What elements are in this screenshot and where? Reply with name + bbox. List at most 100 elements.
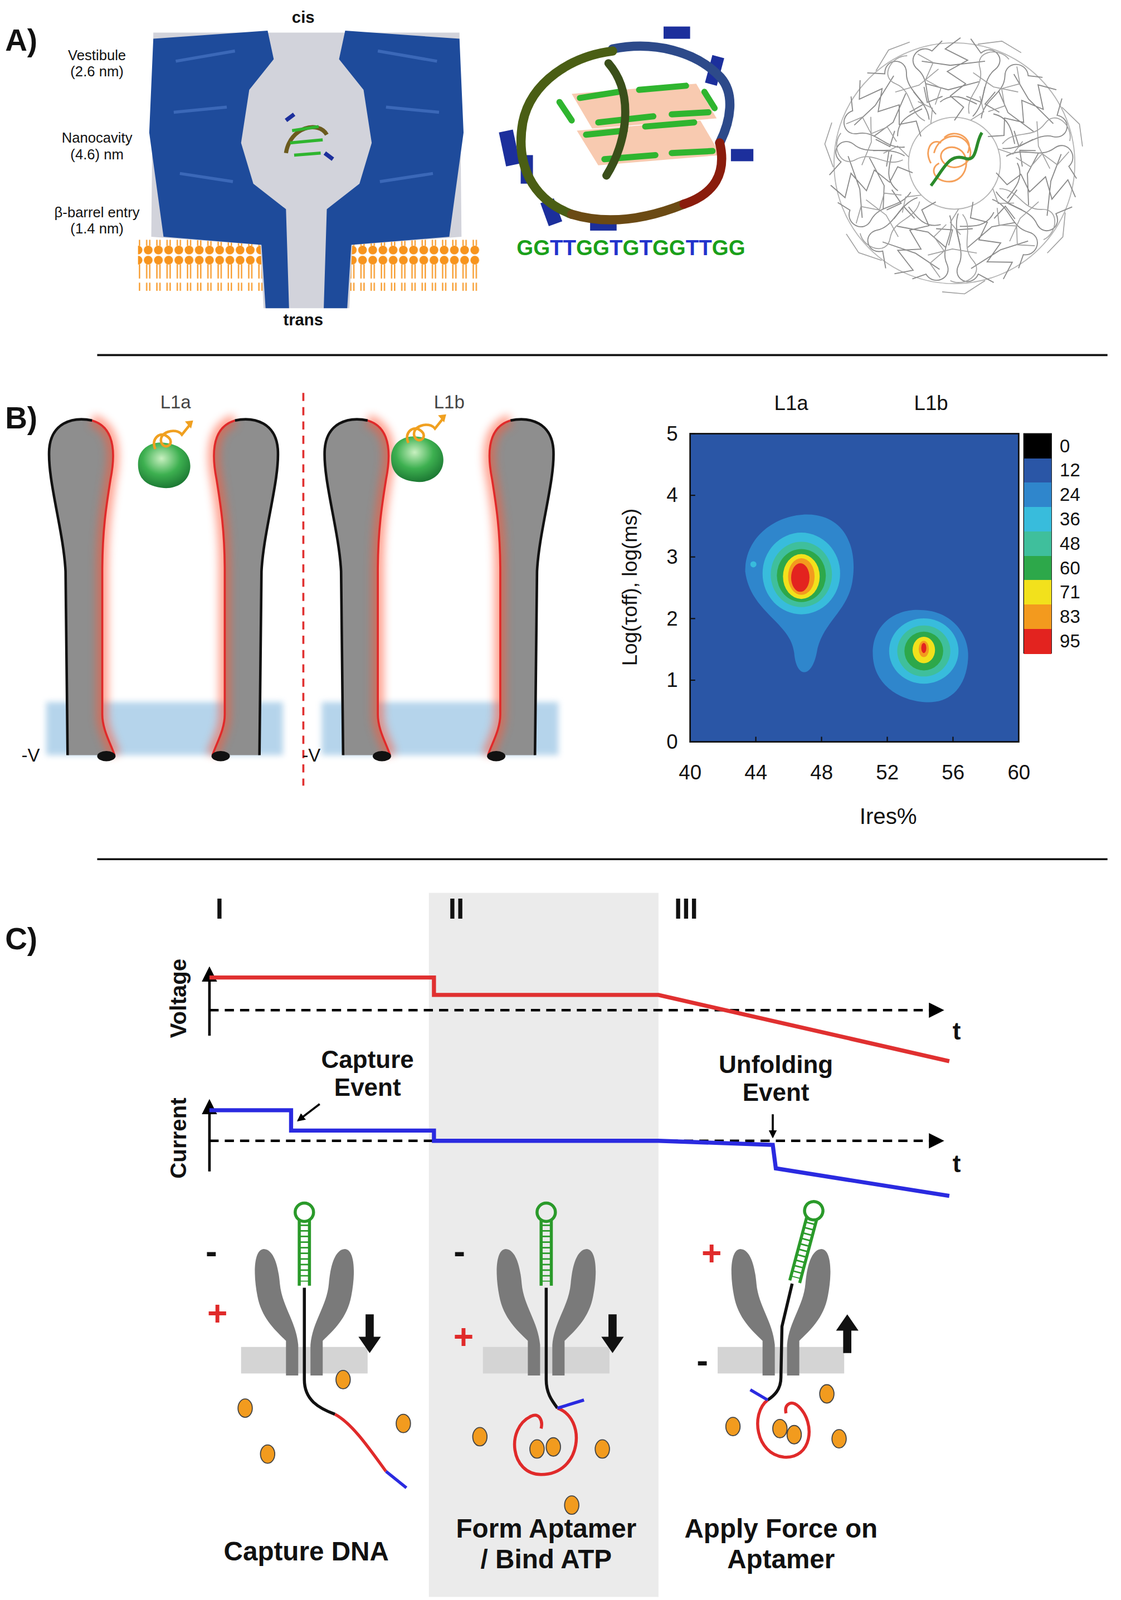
colorbar-label: 24 [1059, 484, 1081, 506]
illustration-path [576, 120, 721, 166]
illustration-ellipse [791, 563, 810, 592]
voltage-label: -V [21, 744, 40, 767]
tick-label: 40 [678, 761, 702, 785]
illustration-use [787, 1425, 802, 1445]
pore-cartoon-l1a [46, 419, 284, 762]
state-label: L1a [160, 391, 192, 413]
illustration-path [514, 1408, 577, 1475]
illustration-path [209, 1110, 950, 1197]
illustration-use [859, 182, 977, 296]
illustration-g [498, 26, 754, 231]
illustration-use [927, 208, 986, 294]
step-caption: Apply Force on Aptamer [684, 1514, 878, 1576]
illustration-use [310, 1249, 354, 1376]
illustration-path [546, 1288, 558, 1409]
illustration-use [564, 1495, 579, 1515]
illustration-use [772, 1419, 788, 1439]
illustration-use [946, 32, 1035, 134]
phase-shading [429, 893, 659, 1598]
region-label: β-barrel entry (1.4 nm) [54, 203, 140, 237]
illustration-ellipse [918, 640, 929, 657]
illustration-use [820, 108, 916, 183]
current-trace [209, 1102, 950, 1197]
aptamer-cartoon [472, 1202, 624, 1515]
illustration-rect [690, 433, 1020, 742]
illustration-use [552, 1249, 596, 1376]
tick-label: 48 [810, 761, 833, 785]
illustration-use [529, 1439, 545, 1459]
colorbar-swatch [1024, 556, 1052, 582]
voltage-trace [209, 969, 950, 1062]
axis-title: Log(τoff), log(ms) [618, 508, 642, 666]
illustration-use [295, 1202, 314, 1286]
illustration-path [386, 1471, 407, 1488]
colorbar-label: 12 [1059, 459, 1081, 481]
cluster-label: L1a [774, 391, 809, 416]
illustration-ellipse [762, 532, 841, 615]
colorbar-label: 71 [1059, 581, 1081, 603]
illustration-path [872, 610, 968, 703]
illustration-g [690, 433, 954, 742]
illustration-use [932, 182, 1050, 296]
tick-label: 56 [941, 761, 965, 785]
pore-cartoon-l1b [321, 414, 559, 762]
colorbar-label: 0 [1059, 435, 1070, 457]
panel-letter: C) [5, 921, 38, 957]
sign-label: + [207, 1293, 228, 1334]
illustration-path [606, 63, 626, 176]
illustration-ellipse [889, 618, 959, 684]
tick-label: 1 [666, 668, 678, 692]
illustration-line [704, 91, 715, 109]
illustration-ellipse [904, 631, 944, 671]
illustration-rect [730, 148, 754, 162]
illustration-use [909, 37, 1000, 121]
colorbar-label: 60 [1059, 557, 1081, 579]
step-caption: Capture DNA [223, 1536, 389, 1568]
illustration-line [209, 1009, 942, 1012]
event-label: Capture Event [321, 1045, 414, 1103]
illustration-use [787, 1249, 831, 1376]
illustration-ellipse [920, 642, 926, 653]
sign-label: - [453, 1231, 466, 1272]
tick-label: 5 [666, 422, 678, 446]
side-label: trans [283, 310, 324, 330]
illustration-use [725, 1417, 741, 1436]
event-label: Unfolding Event [718, 1050, 833, 1108]
tick-label: 44 [744, 761, 768, 785]
illustration-line [671, 111, 709, 115]
heatmap [690, 433, 1052, 742]
illustration-path [684, 142, 723, 204]
illustration-use [496, 1249, 541, 1376]
side-label: cis [291, 7, 315, 27]
illustration-path [571, 203, 684, 220]
phase-label: III [674, 892, 699, 925]
illustration-use [335, 1370, 351, 1389]
illustration-path [138, 442, 191, 489]
axis-title: Ires% [859, 803, 918, 830]
illustration-g [391, 414, 447, 483]
heptamer-top-view [820, 32, 1088, 296]
illustration-path [290, 126, 324, 155]
illustration-line [298, 1104, 320, 1121]
illustration-path [285, 114, 333, 160]
illustration-ellipse [770, 542, 832, 608]
illustration-use [992, 104, 1088, 179]
illustration-line [952, 736, 954, 742]
illustration-circle [750, 561, 757, 568]
nanopore-section [138, 30, 481, 309]
colorbar-swatch [1024, 629, 1052, 655]
illustration-path [750, 1390, 768, 1401]
illustration-use [595, 1439, 610, 1459]
sign-label: - [696, 1341, 709, 1382]
illustration-line [208, 1102, 212, 1172]
divider-line [302, 392, 305, 786]
illustration-circle [908, 117, 1001, 210]
capture-cartoon [237, 1202, 411, 1488]
tick-label: 2 [666, 607, 678, 631]
illustration-path [334, 1414, 387, 1473]
illustration-line [96, 354, 1108, 357]
axis-letter: t [952, 1149, 962, 1179]
illustration-g [559, 85, 715, 160]
phase-label: II [448, 892, 465, 925]
sequence-text: GGTTGGTGTGGTTGG [516, 235, 745, 261]
